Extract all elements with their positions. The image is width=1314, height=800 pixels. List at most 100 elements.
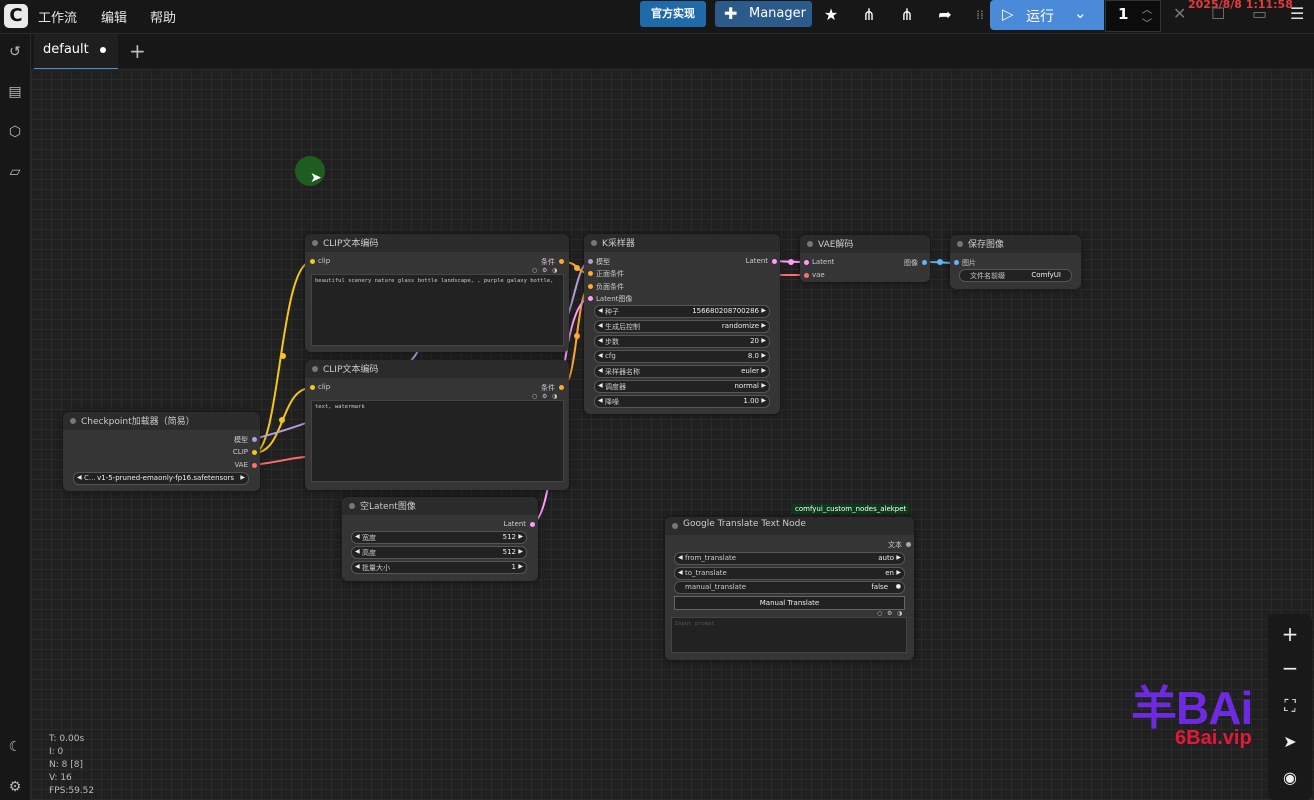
node-map-alt-icon[interactable]: ⋔: [900, 5, 914, 24]
collapse-dot-icon[interactable]: [349, 503, 355, 509]
gear-icon[interactable]: ⚙: [542, 393, 548, 400]
arrow-right-icon[interactable]: ▶: [761, 307, 766, 314]
input-slot-dot[interactable]: [804, 273, 809, 278]
menu-workflow[interactable]: 工作流: [38, 11, 78, 26]
eye-icon[interactable]: ◉: [1283, 768, 1297, 787]
prompt-textarea[interactable]: text, watermark: [311, 400, 564, 482]
arrow-left-icon[interactable]: ◀: [678, 569, 683, 576]
history-icon[interactable]: ↺: [9, 44, 21, 60]
navigate-arrow-icon[interactable]: ➤: [1283, 732, 1297, 751]
ckpt-name-widget[interactable]: ◀C...v1-5-pruned-emaonly-fp16.safetensor…: [73, 472, 249, 485]
share-icon[interactable]: ➦: [938, 5, 952, 24]
folder-icon[interactable]: ▱: [9, 164, 21, 180]
input-slot-dot[interactable]: [588, 259, 593, 264]
circle-icon[interactable]: ○: [532, 393, 538, 400]
tab-default[interactable]: default: [34, 34, 118, 70]
batch-count-stepper[interactable]: 1 ︿ ﹀: [1105, 0, 1161, 32]
window-icon[interactable]: ☐: [1211, 4, 1226, 23]
hamburger-menu-icon[interactable]: ☰: [1290, 4, 1305, 23]
arrow-right-icon[interactable]: ▶: [761, 397, 766, 404]
input-slot-dot[interactable]: [310, 385, 315, 390]
input-slot-dot[interactable]: [588, 284, 593, 289]
arrow-left-icon[interactable]: ◀: [598, 397, 603, 404]
menu-help[interactable]: 帮助: [150, 11, 177, 26]
toggle-knob-icon[interactable]: ●: [895, 583, 901, 590]
output-slot-dot[interactable]: [906, 542, 911, 547]
run-button[interactable]: ▷ 运行 ⌄: [990, 0, 1104, 30]
star-icon[interactable]: ★: [823, 5, 839, 24]
prompt-textarea[interactable]: beautiful scenery nature glass bottle la…: [311, 274, 564, 346]
output-slot-dot[interactable]: [559, 385, 564, 390]
chevron-down-icon[interactable]: ⌄: [1074, 4, 1087, 22]
node-map-icon[interactable]: ⋔: [862, 5, 876, 24]
menu-edit[interactable]: 编辑: [101, 11, 128, 26]
arrow-left-icon[interactable]: ◀: [77, 474, 82, 481]
chevron-down-icon[interactable]: ﹀: [1142, 19, 1152, 30]
collapse-dot-icon[interactable]: [957, 241, 963, 247]
arrow-right-icon[interactable]: ▶: [518, 548, 523, 555]
collapse-dot-icon[interactable]: [312, 240, 318, 246]
arrow-left-icon[interactable]: ◀: [598, 352, 603, 359]
official-button[interactable]: 官方实现: [640, 1, 706, 27]
arrow-right-icon[interactable]: ▶: [518, 533, 523, 540]
collapse-dot-icon[interactable]: [807, 241, 813, 247]
arrow-right-icon[interactable]: ▶: [761, 367, 766, 374]
input-slot-dot[interactable]: [310, 259, 315, 264]
vae-decode-node[interactable]: VAE解码 Latent vae 图像: [800, 235, 930, 282]
arrow-right-icon[interactable]: ▶: [761, 322, 766, 329]
drag-handle-icon[interactable]: ⁞⁞: [976, 8, 984, 22]
add-tab-icon[interactable]: +: [129, 39, 146, 63]
arrow-left-icon[interactable]: ◀: [678, 554, 683, 561]
model-cube-icon[interactable]: ⬡: [8, 124, 22, 140]
arrow-right-icon[interactable]: ▶: [761, 352, 766, 359]
checkpoint-loader-node[interactable]: Checkpoint加载器（简易） 模型 CLIP VAE ◀C...v1-5-…: [63, 412, 260, 491]
gear-icon[interactable]: ⚙: [542, 267, 548, 274]
fit-view-icon[interactable]: ⛶: [1284, 696, 1296, 715]
manager-button[interactable]: ✚ Manager: [715, 1, 812, 27]
chevron-up-icon[interactable]: ︿: [1142, 5, 1152, 16]
arrow-left-icon[interactable]: ◀: [355, 563, 360, 570]
output-slot-dot[interactable]: [252, 437, 257, 442]
output-slot-dot[interactable]: [922, 260, 927, 265]
arrow-right-icon[interactable]: ▶: [240, 474, 245, 481]
circle-icon[interactable]: ○: [877, 610, 883, 617]
collapse-dot-icon[interactable]: [70, 418, 76, 424]
input-prompt-textarea[interactable]: Input prompt: [671, 617, 907, 653]
circle-icon[interactable]: ○: [532, 267, 538, 274]
theme-moon-icon[interactable]: ☾: [8, 739, 22, 755]
zoom-in-icon[interactable]: +: [1281, 622, 1299, 646]
panel-icon[interactable]: ▭: [1252, 4, 1268, 23]
toggle-icon[interactable]: ◑: [897, 610, 903, 617]
output-slot-dot[interactable]: [772, 259, 777, 264]
arrow-right-icon[interactable]: ▶: [518, 563, 523, 570]
zoom-out-icon[interactable]: −: [1281, 656, 1299, 680]
arrow-right-icon[interactable]: ▶: [761, 337, 766, 344]
collapse-dot-icon[interactable]: [312, 366, 318, 372]
output-slot-dot[interactable]: [559, 259, 564, 264]
settings-gear-icon[interactable]: ⚙: [8, 779, 22, 795]
input-slot-dot[interactable]: [588, 296, 593, 301]
arrow-left-icon[interactable]: ◀: [598, 382, 603, 389]
clip-text-encode-node-1[interactable]: CLIP文本编码 clip 条件 ○ ⚙ ◑ beautiful scenery…: [305, 234, 569, 352]
arrow-left-icon[interactable]: ◀: [598, 337, 603, 344]
arrow-left-icon[interactable]: ◀: [355, 548, 360, 555]
google-translate-node[interactable]: Google Translate Text Node 文本 ◀from_tran…: [665, 517, 914, 660]
comfy-logo[interactable]: C: [4, 4, 28, 28]
toggle-icon[interactable]: ◑: [552, 393, 558, 400]
arrow-right-icon[interactable]: ▶: [896, 569, 901, 576]
input-slot-dot[interactable]: [804, 260, 809, 265]
output-slot-dot[interactable]: [530, 522, 535, 527]
